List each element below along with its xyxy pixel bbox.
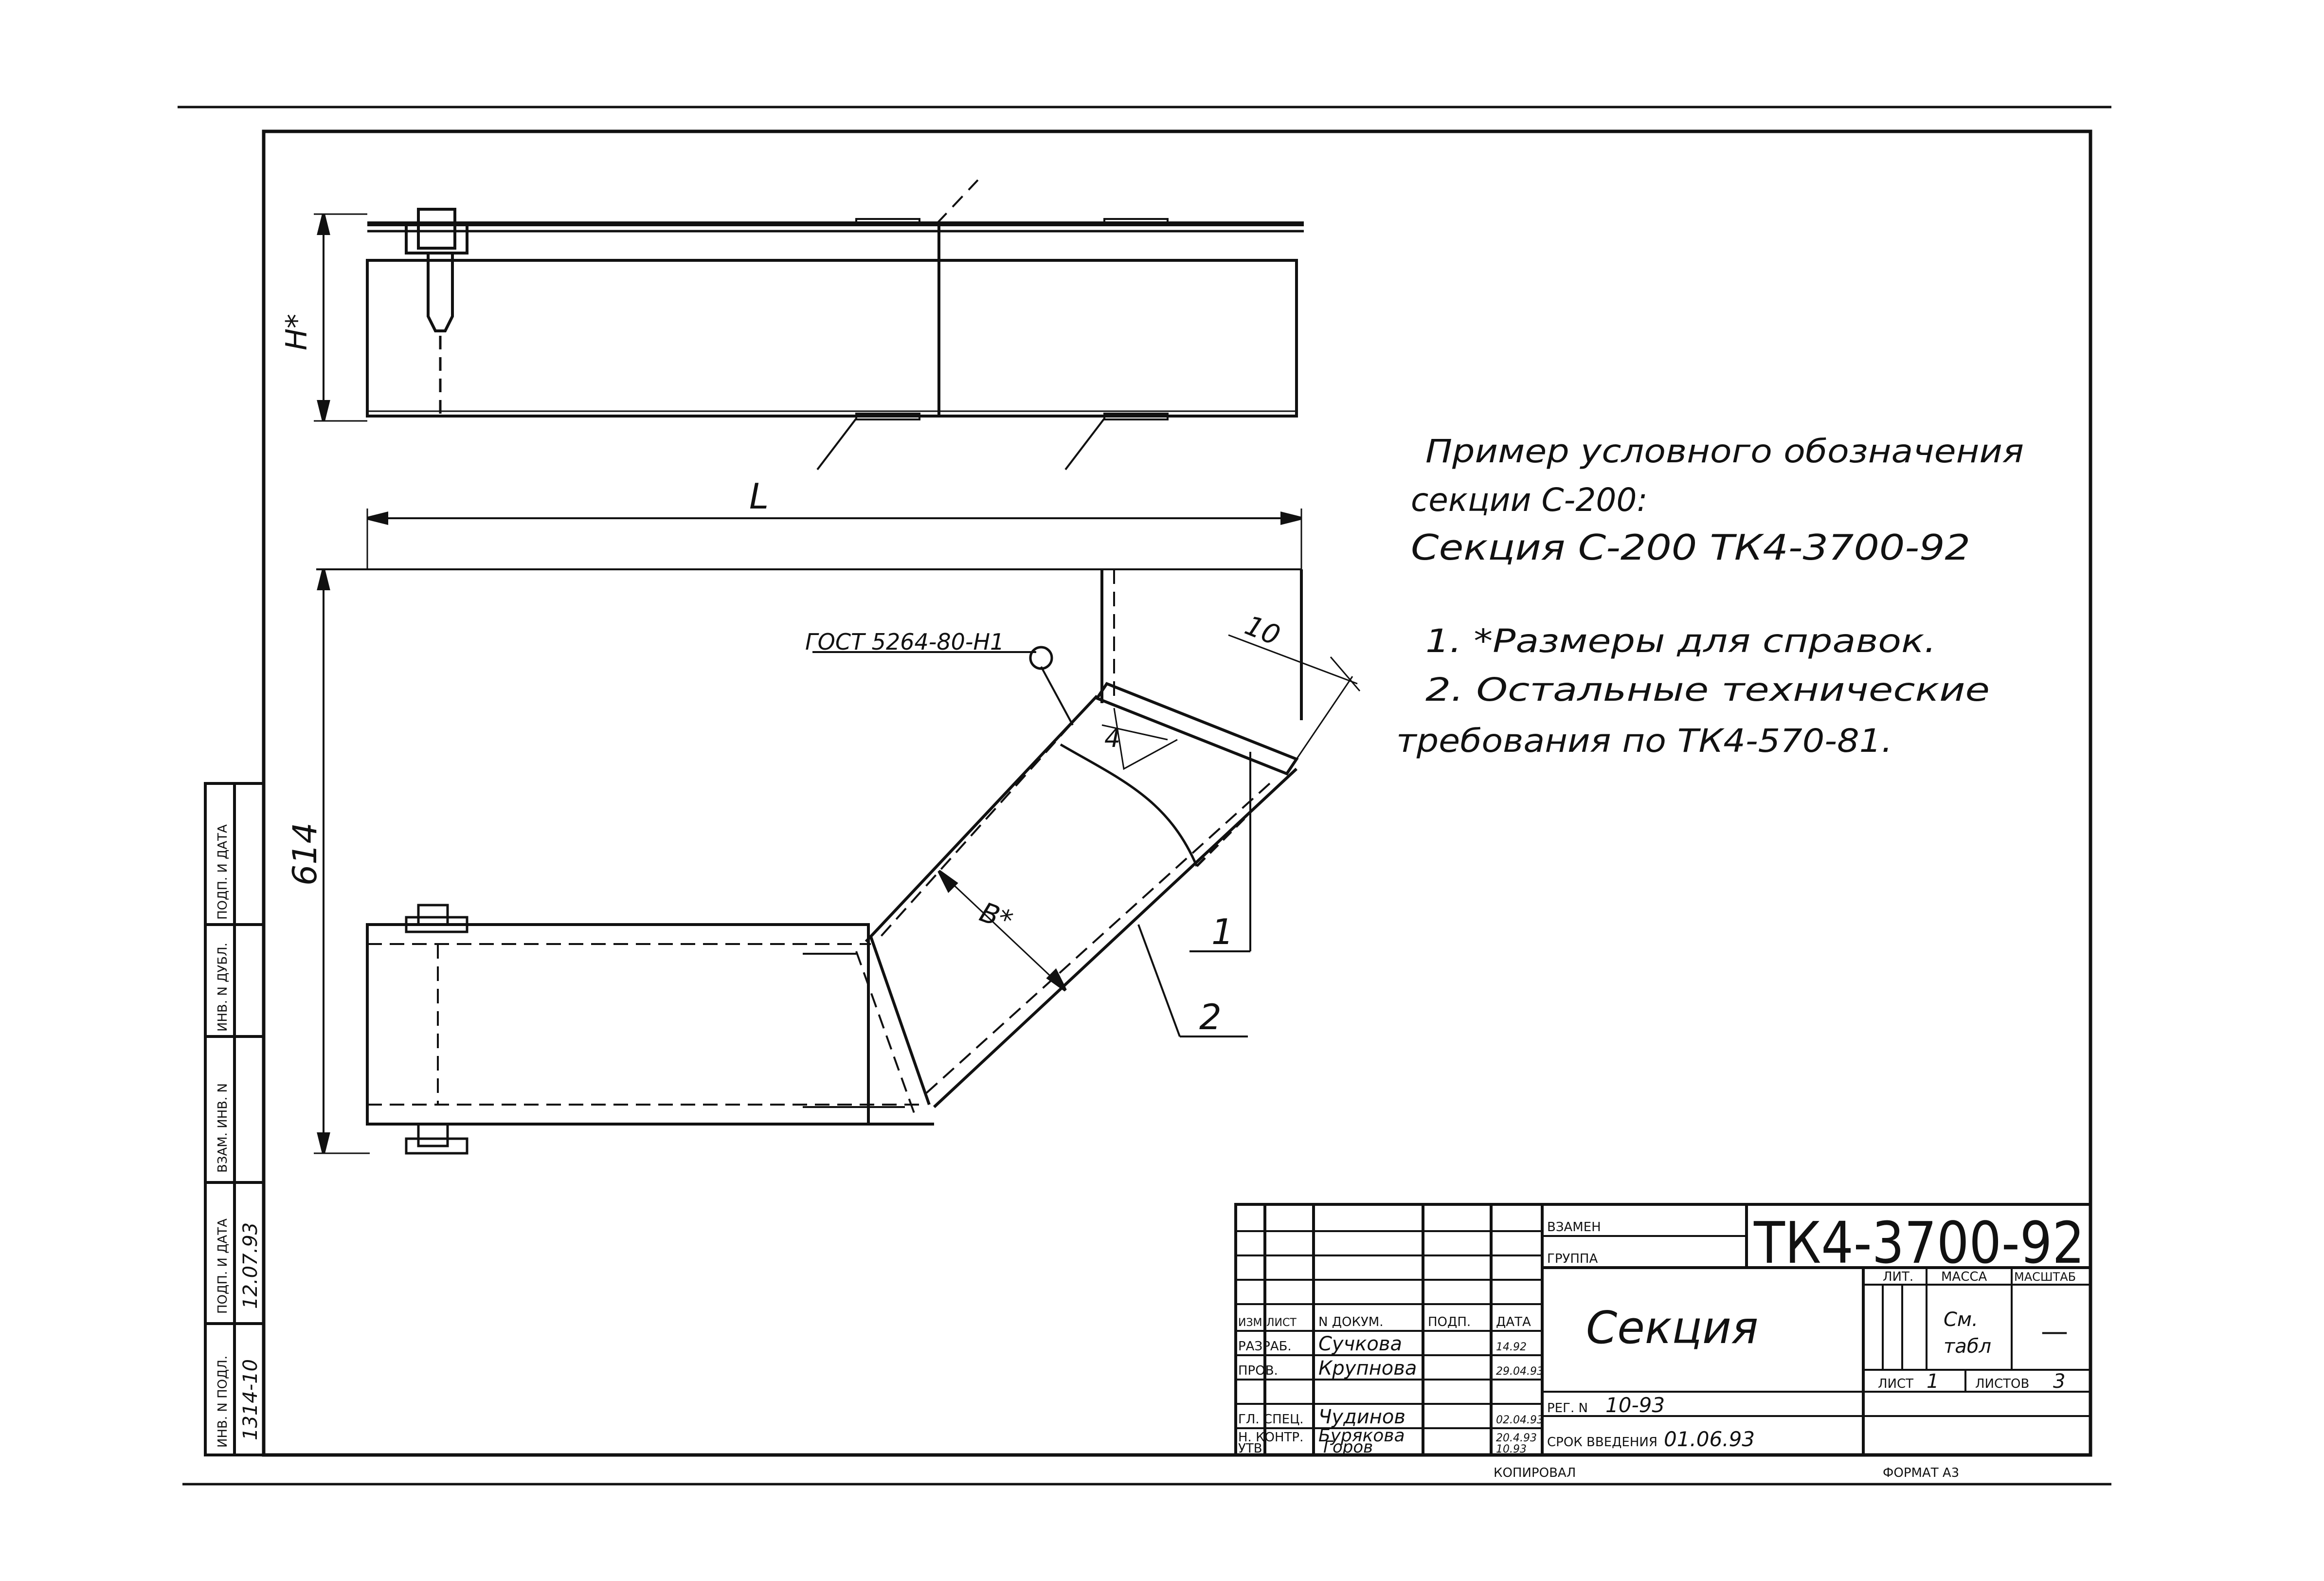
note-3: требования по ТК4-570-81. bbox=[1396, 722, 1892, 760]
side-col-podp-data-2: ПОДП. И ДАТА bbox=[216, 824, 230, 920]
note-example-line1: Пример условного обозначения bbox=[1425, 433, 2024, 470]
tb-r4-name: Бурякова bbox=[1318, 1426, 1405, 1446]
tb-massa-val2: табл bbox=[1944, 1335, 1991, 1358]
height-dim-label: 614 bbox=[286, 822, 324, 886]
note-example-line3: Секция С-200 ТК4-3700-92 bbox=[1411, 527, 1970, 568]
tb-r3-name: Чудинов bbox=[1318, 1406, 1405, 1428]
tb-vzamen: ВЗАМЕН bbox=[1547, 1220, 1601, 1235]
tb-r1-name: Сучкова bbox=[1318, 1333, 1402, 1355]
note-example-line2: секции С-200: bbox=[1411, 481, 1648, 519]
title-block bbox=[1234, 1203, 2092, 1456]
tb-h-doc: N ДОКУМ. bbox=[1318, 1315, 1384, 1329]
tb-h-podp: ПОДП. bbox=[1428, 1315, 1471, 1329]
tb-gruppa: ГРУППА bbox=[1547, 1252, 1598, 1266]
tb-massa-val: См. bbox=[1944, 1308, 1978, 1331]
side-val-inv-podl: 1314-10 bbox=[239, 1359, 262, 1440]
tb-list-label: ЛИСТ bbox=[1878, 1377, 1913, 1391]
tb-r2-name: Крупнова bbox=[1318, 1357, 1417, 1380]
tb-r4-date: 20.4.93 bbox=[1496, 1432, 1537, 1444]
front-view bbox=[314, 509, 1361, 1155]
tb-reg-label: РЕГ. N bbox=[1547, 1401, 1588, 1416]
note-1: 1. *Размеры для справок. bbox=[1425, 622, 1936, 660]
tb-massa: МАССА bbox=[1941, 1270, 1987, 1284]
tb-r3-role: ГЛ. СПЕЦ. bbox=[1238, 1412, 1304, 1427]
tb-format: ФОРМАТ А3 bbox=[1883, 1466, 1959, 1480]
tb-r2-date: 29.04.93 bbox=[1496, 1365, 1544, 1378]
weld-callout: ГОСТ 5264-80-Н1 bbox=[805, 629, 1004, 655]
length-dim-label: L bbox=[749, 476, 769, 517]
tb-r5-date: 10.93 bbox=[1496, 1443, 1527, 1455]
top-view-height-label: H* bbox=[280, 314, 314, 350]
tb-r3-date: 02.04.93 bbox=[1496, 1414, 1544, 1426]
tb-r5-role: УТВ. bbox=[1238, 1441, 1266, 1456]
clamp-top bbox=[417, 208, 456, 250]
width-dim-label: B* bbox=[975, 896, 1017, 937]
tb-r1-date: 14.92 bbox=[1496, 1341, 1527, 1353]
side-col-inv-podl: ИНВ. N ПОДЛ. bbox=[216, 1356, 230, 1448]
side-col-inv-dubl: ИНВ. N ДУБЛ. bbox=[216, 943, 230, 1032]
tb-masshtab-val: — bbox=[2041, 1316, 2068, 1347]
tb-r2-role: ПРОВ. bbox=[1238, 1363, 1278, 1378]
inner-dim-label: 4 bbox=[1104, 724, 1120, 753]
side-col-podp-data-1: ПОДП. И ДАТА bbox=[216, 1218, 230, 1314]
tb-r1-role: РАЗРАБ. bbox=[1238, 1339, 1292, 1354]
tb-h-izm: ИЗМ bbox=[1238, 1317, 1262, 1329]
side-stamp bbox=[204, 782, 265, 1456]
tb-h-list: ЛИСТ bbox=[1266, 1317, 1297, 1329]
tb-masshtab: МАСШТАБ bbox=[2014, 1270, 2076, 1284]
tb-srok-label: СРОК ВВЕДЕНИЯ bbox=[1547, 1435, 1657, 1450]
tb-doc-number: ТК4-3700-92 bbox=[1753, 1209, 2085, 1276]
tb-listov-val: 3 bbox=[2053, 1370, 2065, 1393]
tb-srok-val: 01.06.93 bbox=[1664, 1427, 1755, 1451]
side-col-vzam-inv: ВЗАМ. ИНВ. N bbox=[216, 1083, 230, 1173]
tb-r5-name: Горов bbox=[1323, 1437, 1373, 1457]
tb-list-val: 1 bbox=[1927, 1370, 1939, 1393]
clamp-front-bottom bbox=[417, 1123, 449, 1147]
tb-kopiroval: КОПИРОВАЛ bbox=[1494, 1466, 1576, 1480]
clamp-front-top bbox=[417, 904, 449, 926]
angle-dim-label: 10 bbox=[1241, 610, 1284, 652]
part-2-label: 2 bbox=[1199, 997, 1222, 1037]
tb-title: Секция bbox=[1586, 1302, 1758, 1354]
side-val-date: 12.07.93 bbox=[239, 1222, 262, 1309]
tb-listov-label: ЛИСТОВ bbox=[1975, 1377, 2029, 1391]
top-view bbox=[314, 179, 1304, 471]
note-2: 2. Остальные технические bbox=[1425, 671, 1990, 709]
tb-lit: ЛИТ. bbox=[1883, 1270, 1913, 1284]
tb-r4-role: Н. КОНТР. bbox=[1238, 1430, 1303, 1445]
weld-circle bbox=[1029, 646, 1053, 670]
tb-h-data: ДАТА bbox=[1496, 1315, 1531, 1329]
part-1-label: 1 bbox=[1211, 911, 1234, 952]
tb-reg-val: 10-93 bbox=[1605, 1393, 1665, 1417]
